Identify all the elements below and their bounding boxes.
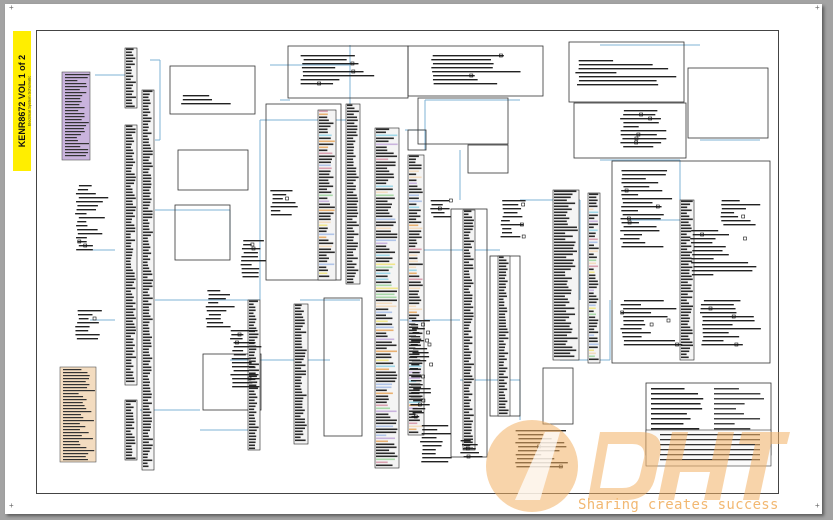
- dht-logo-icon: [486, 420, 790, 512]
- sheet-border: [36, 30, 779, 494]
- crosshair-icon: +: [815, 3, 820, 12]
- title-block: [13, 31, 31, 171]
- crosshair-icon: +: [9, 3, 14, 12]
- watermark-tagline: Sharing creates success: [578, 497, 779, 513]
- crosshair-icon: +: [815, 501, 820, 510]
- crosshair-icon: +: [9, 501, 14, 510]
